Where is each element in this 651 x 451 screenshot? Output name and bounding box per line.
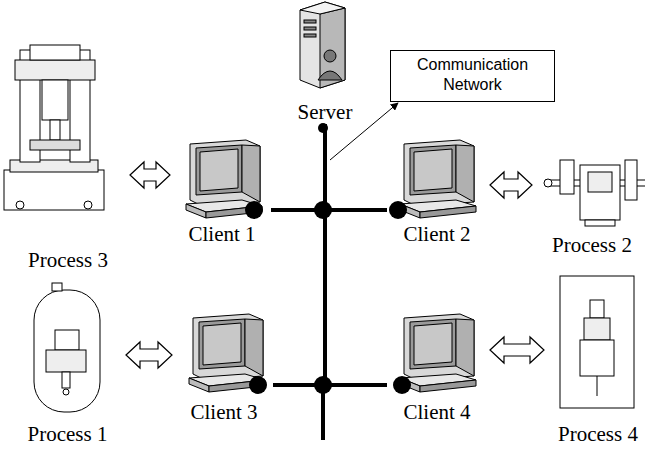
client-computer: Client 1 — [173, 138, 271, 246]
server-icon-part — [318, 71, 342, 80]
server: Server — [287, 0, 363, 124]
machine-tool-part — [4, 170, 104, 210]
network-line — [273, 124, 325, 385]
client-monitor-part — [456, 145, 474, 202]
node-label: Client 2 — [387, 223, 487, 246]
actuator-unit-part — [580, 340, 614, 376]
server-icon-part — [304, 34, 316, 37]
positioning-device-part — [588, 172, 612, 192]
machine-tool — [4, 45, 104, 210]
actuator-unit-part — [590, 300, 604, 318]
node-label: Client 3 — [175, 401, 273, 424]
vessel-part — [46, 350, 86, 372]
node-label: Process 3 — [9, 249, 127, 272]
junction-dot-part — [393, 376, 411, 394]
network-line — [271, 124, 325, 210]
client-monitor-part — [420, 206, 476, 218]
client-monitor-part — [200, 149, 238, 191]
machine-tool-part — [30, 140, 80, 150]
machine-tool-part — [84, 201, 92, 209]
junction-dot — [245, 123, 411, 394]
client-monitor-part — [420, 380, 476, 392]
process-station: Process 4 — [547, 270, 649, 446]
client-monitor-part — [414, 323, 452, 365]
server-icon-part — [304, 20, 316, 23]
vessel-part — [55, 330, 79, 350]
client-monitor-part — [199, 319, 245, 369]
machine-tool-part — [30, 45, 80, 60]
client-computer: Client 2 — [387, 138, 487, 246]
network-line — [325, 124, 387, 385]
data-exchange-arrow — [130, 162, 170, 188]
positioning-device-part — [580, 165, 620, 220]
machine-tool-part — [50, 120, 60, 140]
data-exchange-arrow — [490, 172, 532, 198]
client-computer: Client 3 — [175, 312, 273, 424]
positioning-device-part — [625, 160, 637, 200]
client-monitor-part — [242, 145, 260, 202]
client-monitor-part — [414, 149, 452, 191]
data-exchange-arrow — [490, 337, 544, 363]
junction-dot-part — [314, 376, 332, 394]
node-label: Client 4 — [387, 401, 487, 424]
actuator-unit-part — [560, 276, 634, 408]
callout-text: Communication Network — [391, 51, 554, 99]
network-callout: Communication Network — [390, 50, 555, 102]
server-icon-part — [300, 2, 345, 88]
server-icon-part — [304, 27, 316, 30]
client-monitor-part — [245, 319, 263, 376]
junction-dot-part — [245, 201, 263, 219]
node-label: Client 1 — [173, 223, 271, 246]
node-label: Process 1 — [12, 423, 123, 446]
machine-tool-part — [42, 80, 68, 120]
machine-tool-part — [16, 201, 24, 209]
client-monitor-part — [190, 140, 260, 206]
vessel-part — [34, 290, 100, 412]
client-monitor-part — [203, 323, 241, 365]
client-monitor-part — [410, 145, 456, 195]
data-exchange-arrow — [126, 342, 172, 368]
positioning-device-part — [560, 160, 574, 194]
junction-dot-part — [314, 201, 332, 219]
vessel-part — [63, 389, 69, 395]
network-line — [325, 124, 387, 210]
node-label: Process 2 — [535, 234, 649, 257]
client-monitor-part — [186, 204, 206, 218]
server-icon — [300, 2, 345, 88]
positioning-device-part — [585, 220, 615, 226]
junction-dot-part — [389, 201, 407, 219]
process-station: Process 3 — [9, 40, 127, 272]
client-monitor — [186, 140, 262, 218]
client-monitor — [400, 140, 476, 218]
client-monitor-part — [404, 140, 474, 206]
client-monitor-part — [410, 319, 456, 369]
server-icon-part — [324, 50, 336, 62]
vessel — [34, 283, 100, 412]
client-monitor-part — [196, 145, 242, 195]
positioning-device — [544, 160, 645, 226]
client-monitor-part — [456, 319, 474, 376]
actuator-unit-part — [584, 318, 610, 340]
server-icon-part — [300, 2, 345, 14]
junction-dot-part — [318, 123, 328, 133]
actuator-unit-part — [597, 376, 598, 396]
vessel-part — [62, 372, 70, 388]
client-monitor-part — [404, 314, 474, 380]
node-label: Server — [287, 101, 363, 124]
machine-tool-part — [15, 60, 95, 80]
vessel-part — [52, 283, 62, 291]
actuator-unit — [560, 276, 634, 408]
positioning-device-part — [544, 179, 552, 187]
client-monitor-part — [189, 378, 209, 392]
node-label: Process 4 — [547, 423, 649, 446]
process-station: Process 2 — [535, 145, 649, 257]
client-computer: Client 4 — [387, 312, 487, 424]
junction-dot-part — [249, 376, 267, 394]
client-monitor — [400, 314, 476, 392]
client-monitor-part — [193, 314, 263, 380]
process-station: Process 1 — [12, 280, 123, 446]
